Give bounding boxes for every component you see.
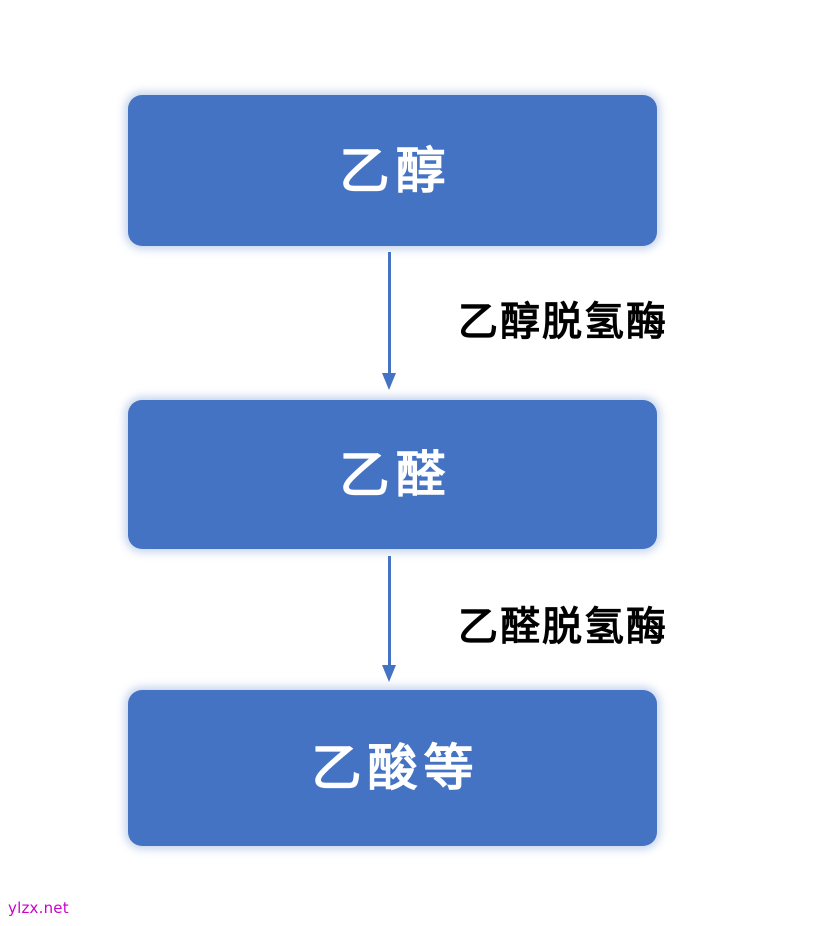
process-box-acetic-acid[interactable]: 乙酸等: [128, 690, 657, 846]
process-box-ethanol[interactable]: 乙醇: [128, 95, 657, 246]
arrow-shaft: [388, 252, 391, 375]
flow-arrow-acetaldehyde-to-acetic-acid: [382, 556, 396, 684]
edge-label-alcohol-dehydrogenase: 乙醇脱氢酶: [458, 299, 668, 345]
process-box-label: 乙酸等: [311, 739, 480, 797]
process-box-acetaldehyde[interactable]: 乙醛: [128, 400, 657, 549]
edge-label-aldehyde-dehydrogenase: 乙醛脱氢酶: [458, 604, 668, 650]
arrow-shaft: [388, 556, 391, 667]
watermark: ylzx.net: [8, 899, 69, 917]
flow-arrow-ethanol-to-acetaldehyde: [382, 252, 396, 392]
arrow-head-icon: [382, 373, 396, 390]
process-box-label: 乙醇: [339, 141, 452, 200]
process-box-label: 乙醛: [339, 445, 452, 504]
arrow-head-icon: [382, 665, 396, 682]
